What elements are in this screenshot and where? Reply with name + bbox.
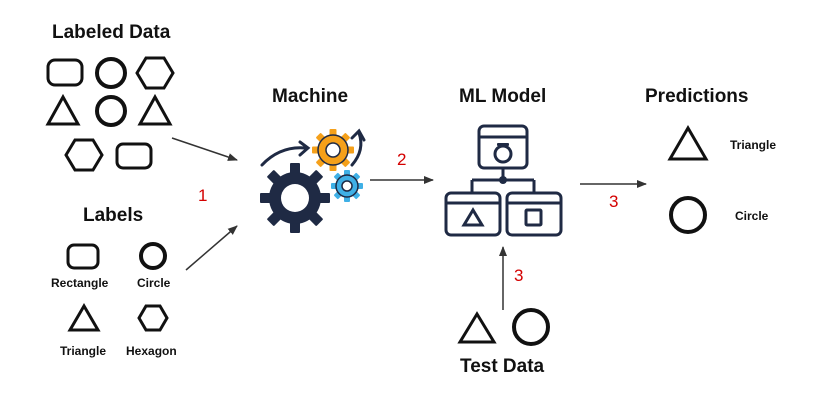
- machine-heading: Machine: [272, 86, 349, 107]
- hexagon-icon: [137, 304, 169, 332]
- labeled-data-shapes: [45, 56, 175, 172]
- hexagon-icon: [135, 56, 175, 90]
- legend-hexagon-label: Hexagon: [126, 344, 177, 358]
- model-left-panel-icon: [444, 191, 502, 237]
- triangle-icon: [461, 207, 485, 227]
- labeled-data-heading: Labeled Data: [52, 22, 171, 43]
- prediction-shapes: [667, 125, 709, 234]
- circle-icon: [139, 242, 167, 270]
- step-3-test-label: 3: [514, 266, 524, 285]
- circle-icon: [669, 196, 707, 234]
- flow-arrows: [171, 137, 647, 310]
- ml-model-icon: [444, 124, 563, 237]
- arrow-labels-to-machine: [185, 225, 238, 271]
- step-2-label: 2: [397, 150, 407, 169]
- circle-icon: [95, 57, 127, 89]
- labels-legend-shapes: [66, 242, 169, 332]
- model-right-panel-icon: [505, 191, 563, 237]
- prediction-triangle-label: Triangle: [730, 138, 777, 152]
- triangle-icon: [45, 93, 81, 126]
- square-icon: [524, 208, 543, 227]
- legend-triangle-label: Triangle: [60, 344, 107, 358]
- camera-icon: [493, 144, 513, 164]
- rounded-rectangle-icon: [115, 142, 153, 170]
- labels-heading: Labels: [83, 205, 144, 226]
- blue-gear-icon: [331, 170, 363, 202]
- triangle-icon: [457, 311, 497, 344]
- prediction-circle-label: Circle: [735, 209, 769, 223]
- step-1-label: 1: [198, 186, 208, 205]
- triangle-icon: [67, 303, 101, 332]
- legend-circle-label: Circle: [137, 276, 171, 290]
- circle-icon: [95, 95, 127, 127]
- rounded-rectangle-icon: [46, 58, 84, 87]
- triangle-icon: [667, 125, 709, 161]
- step-3-predictions-label: 3: [609, 192, 619, 211]
- arrow-labeled-data-to-machine: [171, 137, 238, 161]
- ml-model-heading: ML Model: [459, 86, 547, 107]
- predictions-heading: Predictions: [645, 86, 749, 107]
- circle-icon: [512, 308, 550, 346]
- hexagon-icon: [64, 138, 104, 172]
- large-gear-icon: [260, 163, 330, 233]
- rounded-rectangle-icon: [66, 243, 100, 270]
- triangle-icon: [137, 93, 173, 126]
- gears-icon: [260, 128, 366, 233]
- legend-rectangle-label: Rectangle: [51, 276, 109, 290]
- orange-gear-icon: [312, 129, 354, 171]
- test-data-heading: Test Data: [460, 356, 545, 377]
- rotation-arrows-icon: [260, 128, 366, 167]
- test-data-shapes: [457, 308, 550, 346]
